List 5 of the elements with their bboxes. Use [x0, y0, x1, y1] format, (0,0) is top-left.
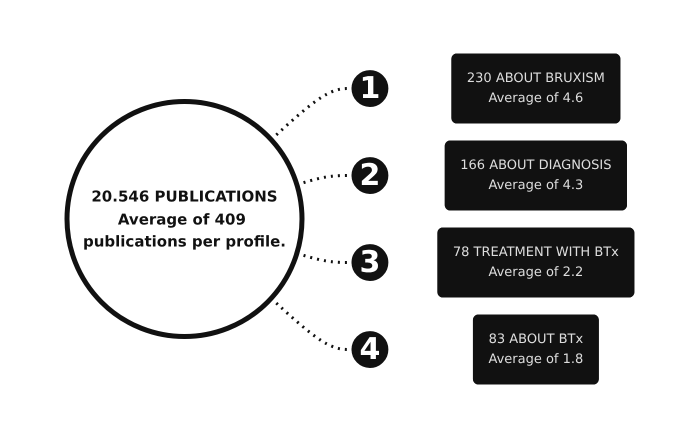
node-circle: 4: [351, 330, 388, 368]
node-circle: 2: [351, 156, 388, 194]
node-circle: 1: [351, 70, 388, 106]
node-circle: 20.546 PUBLICATIONS Average of 409 publications per profile.: [64, 98, 304, 338]
node-circle: 3: [351, 244, 388, 280]
